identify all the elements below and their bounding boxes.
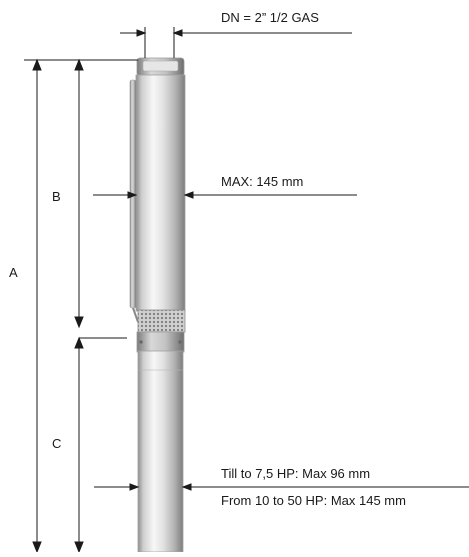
motor-large-label: From 10 to 50 HP: Max 145 mm — [221, 493, 406, 508]
dn-arrow-right — [172, 29, 183, 37]
dim-c-arrow-bottom — [74, 541, 84, 554]
coupling-bolt-left — [139, 340, 143, 344]
motor-small-label: Till to 7,5 HP: Max 96 mm — [221, 466, 371, 481]
intake-mesh — [137, 309, 186, 333]
dn-label: DN = 2” 1/2 GAS — [221, 10, 319, 25]
max-arrow-left — [127, 191, 138, 199]
dim-a-arrow-bottom — [32, 541, 42, 554]
dim-b-arrow-top — [74, 58, 84, 71]
motor-coupling — [136, 331, 185, 353]
dimension-a-label: A — [9, 265, 18, 280]
max-head-label: MAX: 145 mm — [221, 174, 304, 189]
pump-upper-body — [135, 74, 186, 312]
dimension-b-label: B — [52, 189, 61, 204]
motor-arrow-left — [129, 483, 140, 491]
dn-arrow-left — [136, 29, 147, 37]
cable-end — [132, 307, 139, 323]
motor-body — [137, 350, 184, 553]
max-arrow-right — [183, 191, 194, 199]
dimension-lines — [24, 27, 469, 554]
pump-illustration — [129, 57, 186, 553]
dim-a-arrow-top — [32, 58, 42, 71]
dim-c-arrow-top — [74, 336, 84, 349]
dim-b-arrow-bottom — [74, 316, 84, 329]
coupling-bolt-right — [178, 340, 182, 344]
dimension-c-label: C — [52, 436, 62, 451]
pump-head-outlet — [142, 60, 179, 72]
motor-arrow-right — [181, 483, 192, 491]
